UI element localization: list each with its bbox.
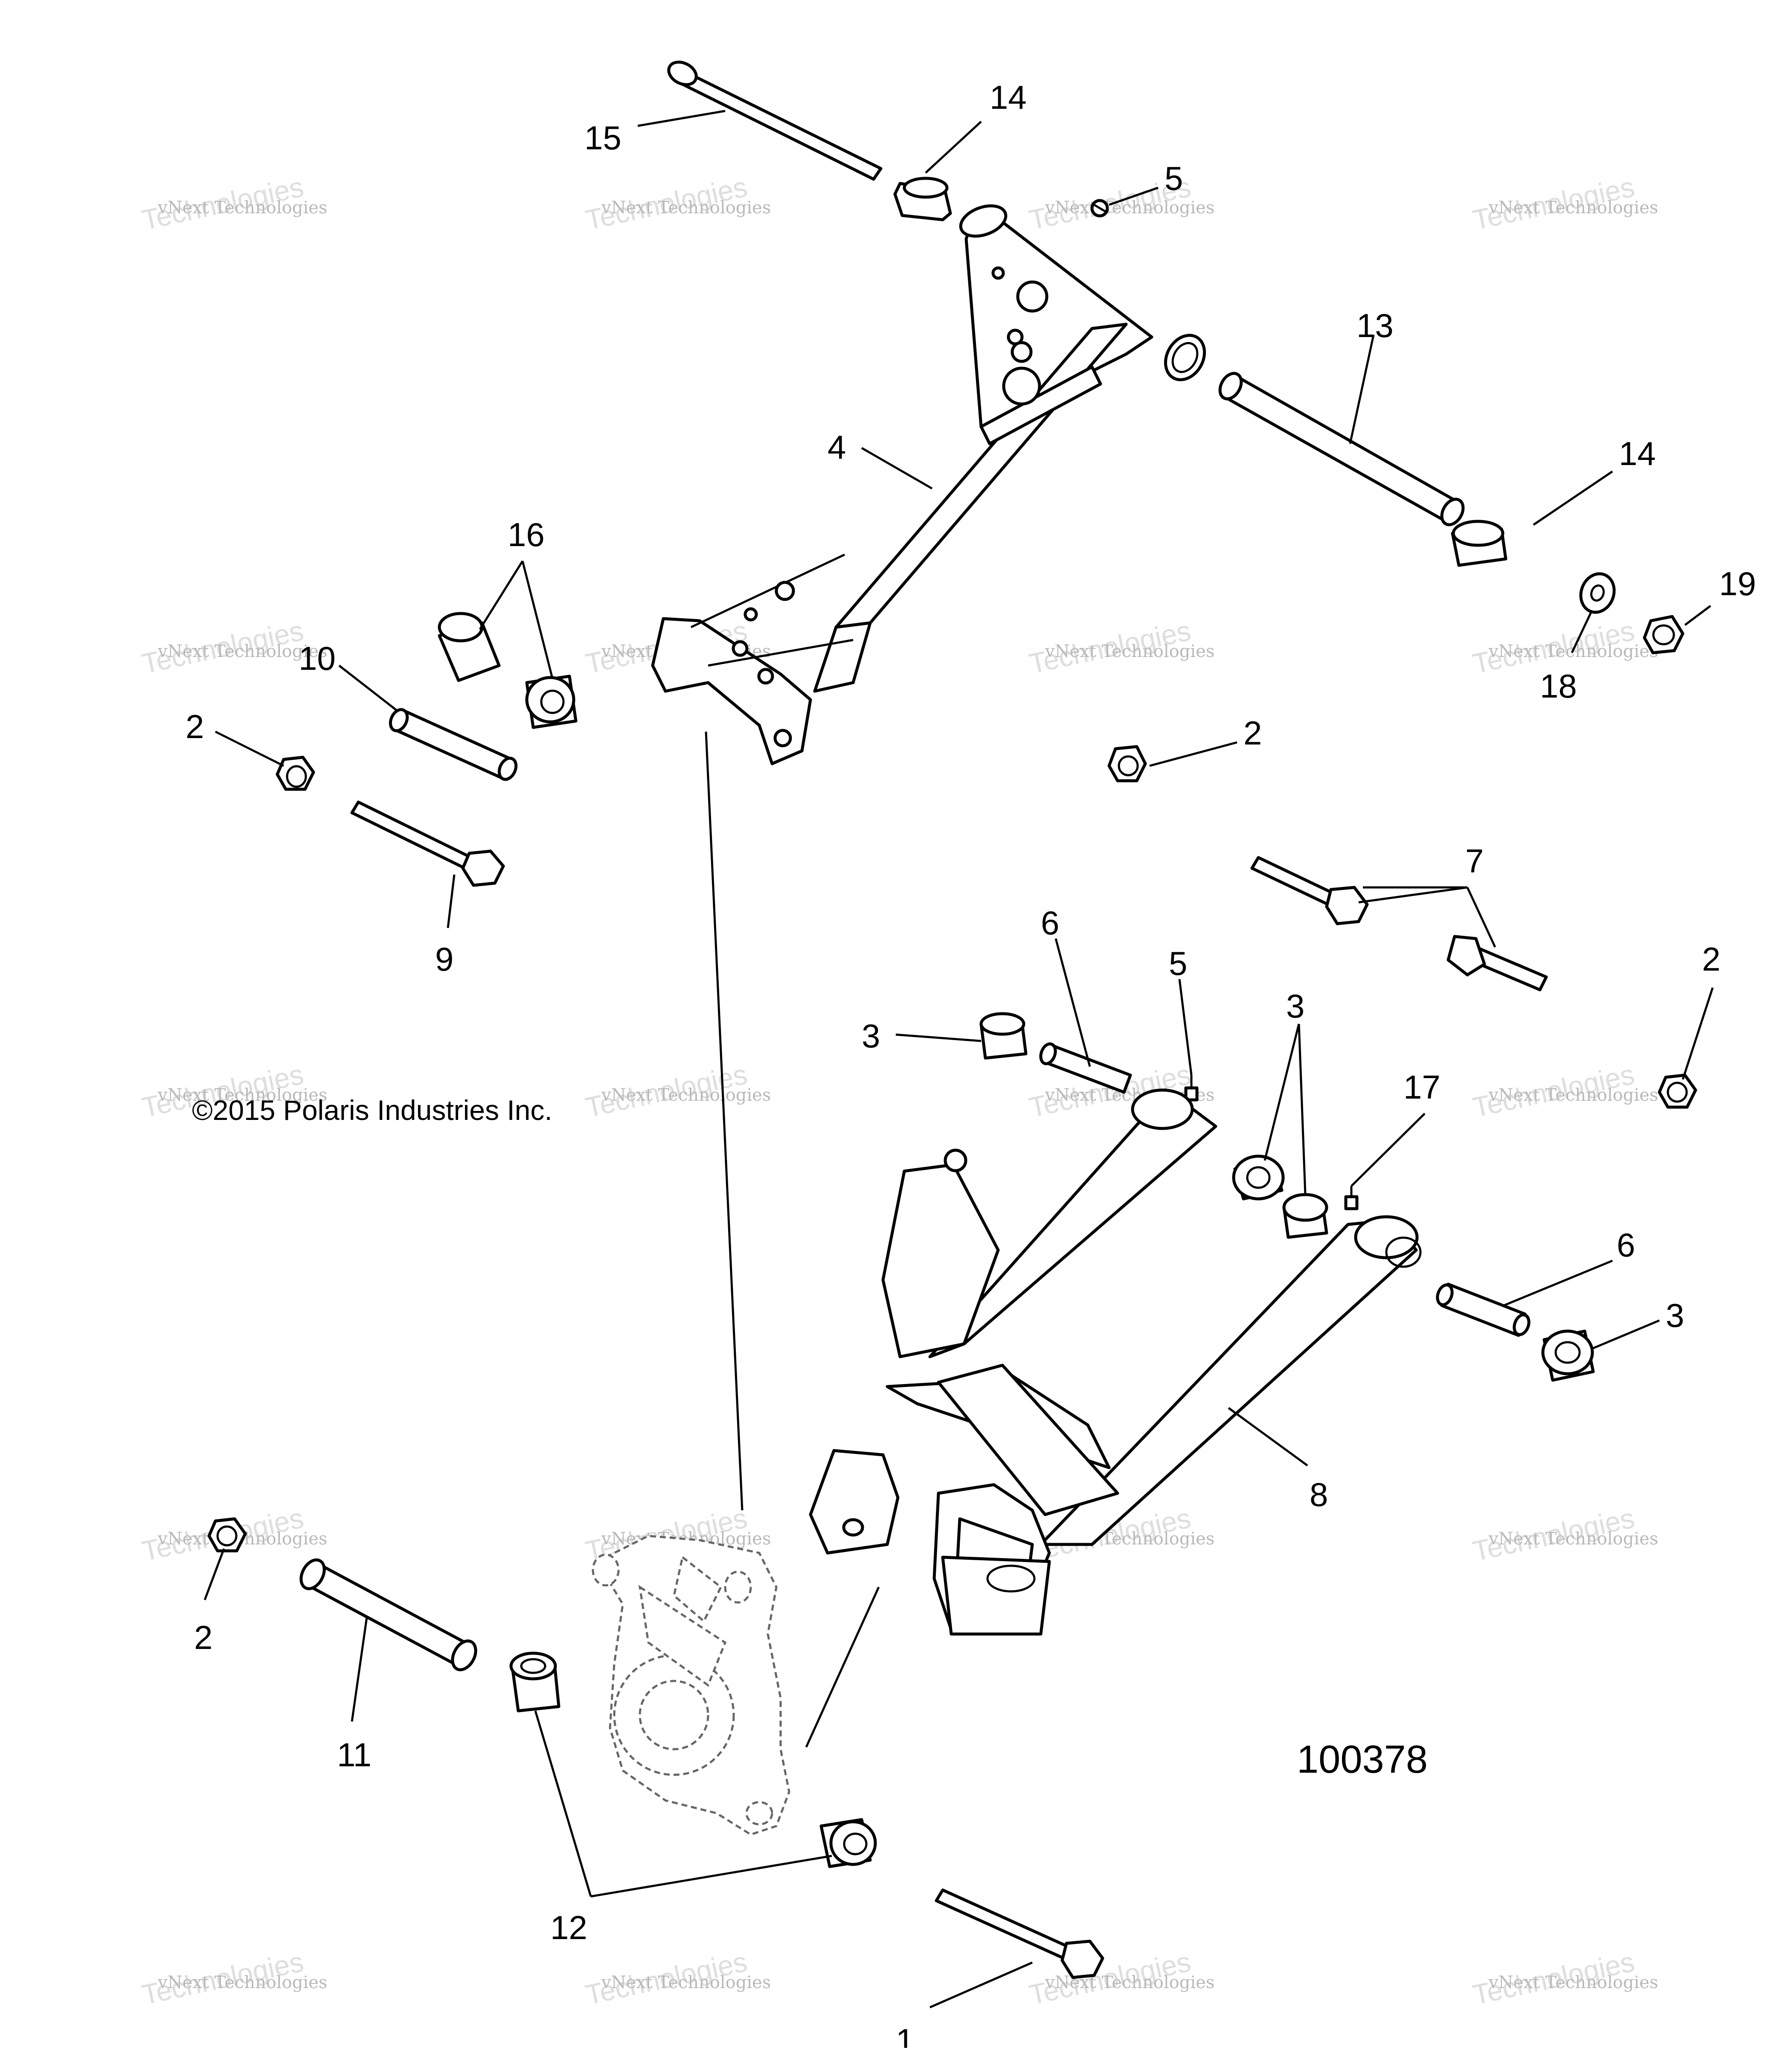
part-12-bushing-a [509,1652,561,1713]
part-18-washer [1579,572,1616,614]
callout-8: 8 [1310,1476,1328,1513]
part-2-nut-bottom-left [207,1517,247,1553]
svg-text:vNext Technologies: vNext Technologies [601,1085,771,1105]
callout-5-mid: 5 [1169,945,1187,982]
svg-text:vNext Technologies: vNext Technologies [601,198,771,218]
callout-6-top: 6 [1041,904,1059,942]
part-2-nut-center [1107,745,1147,782]
callout-14-top: 14 [990,79,1027,116]
callout-6-right: 6 [1617,1226,1635,1264]
callout-2-bottom: 2 [194,1619,212,1656]
part-3-bushing-c [1282,1193,1328,1239]
callout-16: 16 [508,516,545,553]
callout-7: 7 [1465,842,1484,880]
callout-1: 1 [896,2022,914,2048]
svg-text:vNext Technologies: vNext Technologies [1045,198,1214,218]
part-19-nut [1643,615,1685,654]
svg-text:vNext Technologies: vNext Technologies [1045,642,1214,661]
callout-11: 11 [337,1736,372,1774]
callout-10: 10 [299,640,336,677]
part-7-bolt-b [1446,935,1548,992]
copyright-text: ©2015 Polaris Industries Inc. [192,1094,552,1126]
callout-2-right: 2 [1702,940,1720,978]
assembly-line-upper-arm-to-knuckle [705,731,744,1511]
knuckle-reference-ghost [592,1535,790,1836]
part-3-bushing-a [979,1012,1028,1060]
part-2-nut-right [1658,1073,1697,1109]
part-6-sleeve-b [1436,1282,1531,1337]
svg-text:vNext Technologies: vNext Technologies [157,1085,327,1105]
part-9-bolt [350,800,505,887]
part-16-bushing-a [438,612,501,682]
part-4-upper-a-arm [651,204,1206,765]
part-17-grease-fitting [1344,1186,1359,1210]
part-14-bushing-top [893,177,952,221]
part-6-sleeve-a [1039,1042,1132,1094]
part-16-bushing-b [525,675,578,729]
callout-15: 15 [584,119,622,157]
part-5-grease-fitting-top [1090,199,1109,218]
svg-text:vNext Technologies: vNext Technologies [157,198,327,218]
callout-17: 17 [1403,1068,1441,1106]
part-14-bushing-right [1451,520,1507,567]
svg-text:vNext Technologies: vNext Technologies [1488,1085,1658,1105]
part-8-lower-a-arm [809,1088,1422,1636]
svg-text:vNext Technologies: vNext Technologies [157,1973,327,1992]
part-13-sleeve [1218,372,1465,526]
callout-14-right: 14 [1619,435,1656,472]
callout-3-mid: 3 [1286,987,1304,1025]
callout-12: 12 [550,1909,587,1946]
callout-9: 9 [435,940,453,978]
callout-3-right: 3 [1666,1297,1684,1334]
diagram-number: 100378 [1297,1738,1428,1781]
part-10-sleeve [389,708,518,781]
callout-labels: 15 14 5 13 4 14 16 19 10 18 2 2 9 7 6 5 … [186,79,1756,2050]
callout-19: 19 [1719,565,1756,602]
part-3-bushing-d [1541,1329,1595,1382]
callout-2-center: 2 [1243,714,1262,752]
part-3-bushing-b [1232,1154,1285,1201]
callout-4: 4 [828,428,846,466]
svg-text:vNext Technologies: vNext Technologies [1488,1529,1658,1549]
callout-3-left: 3 [862,1017,880,1055]
assembly-line-knuckle-to-lower-arm [805,1586,880,1748]
svg-text:vNext Technologies: vNext Technologies [601,1973,771,1992]
part-11-sleeve [299,1558,477,1672]
leader-lines [203,110,1714,2009]
callout-18: 18 [1540,667,1577,705]
callout-2-left: 2 [186,708,204,745]
part-2-nut-left [276,756,315,791]
callout-5-top: 5 [1165,160,1183,197]
part-12-bushing-b [819,1818,877,1868]
part-15-bolt [667,61,883,181]
svg-text:vNext Technologies: vNext Technologies [157,642,327,661]
svg-text:vNext Technologies: vNext Technologies [1488,198,1658,218]
svg-text:vNext Technologies: vNext Technologies [1488,1973,1658,1992]
part-1-bolt [935,1888,1104,1979]
callout-13: 13 [1356,307,1394,344]
part-7-bolt-a [1250,856,1369,925]
